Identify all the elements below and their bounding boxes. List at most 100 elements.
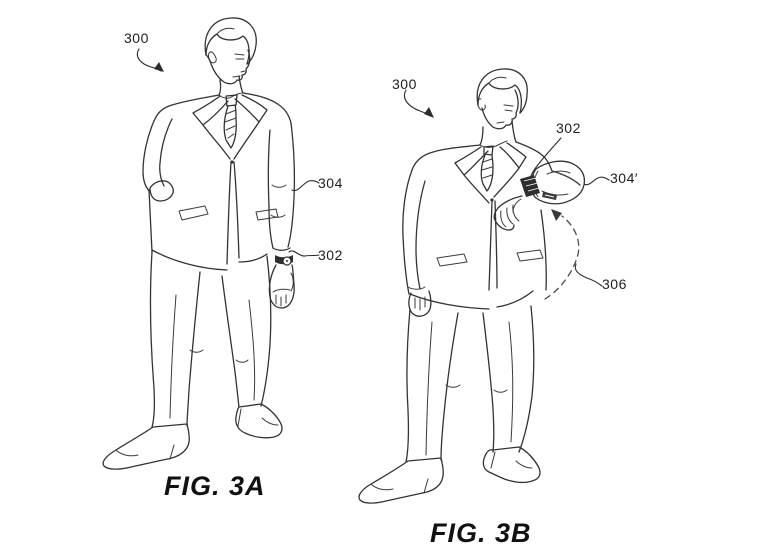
fig3b-lapel-right — [499, 142, 527, 169]
fig3b-arm-left-inner — [415, 180, 426, 290]
fig3b-watch — [520, 175, 540, 197]
fig3b-cuff-patch-hatch — [544, 194, 555, 198]
fig3b-leg-right-outer — [518, 305, 535, 453]
fig3b-lapel-left — [454, 146, 489, 176]
fig3a-shoe-left — [102, 423, 190, 470]
fig3b-leader-306 — [574, 263, 603, 287]
fig3b-pocket-flap-left — [436, 253, 468, 267]
fig3a-shoe-right-detail — [237, 408, 279, 427]
fig3a-hair-fringe — [205, 33, 250, 65]
fig3a-leg-left-inner — [186, 271, 201, 427]
fig3b-leg-left-crease — [425, 321, 433, 456]
fig3a-arrowhead-300 — [154, 62, 164, 72]
ref-label-306-fig3b: 306 — [602, 276, 627, 292]
fig3b-arrowhead-300 — [424, 107, 434, 118]
fig3b-raised-sleeve — [530, 160, 586, 205]
ref-label-300-fig3b: 300 — [392, 76, 417, 92]
fig3b-thumb — [512, 198, 522, 213]
ref-label-302-fig3a: 302 — [318, 247, 343, 263]
fig3b-neck — [479, 120, 517, 146]
fig3b-sleeve-folds — [541, 170, 571, 196]
fig3b-jacket-front-split — [488, 200, 498, 291]
fig3b-mouth — [496, 121, 505, 124]
fig3a-tie-knot — [225, 94, 238, 107]
fig3b-leader-304p — [583, 176, 610, 186]
fig3b-tie-stripes — [481, 158, 493, 179]
fig3a-hand-left — [149, 180, 174, 202]
fig3b-leader-302 — [530, 137, 562, 177]
fig3b-trousers — [405, 305, 535, 463]
fig3b-motion-path-306 — [544, 215, 580, 300]
fig3b-face — [481, 89, 519, 130]
fig3b-eye — [504, 109, 513, 112]
fig3a-leg-left-crease — [169, 294, 177, 419]
fig3a-brow — [234, 53, 245, 56]
fig3b-jacket-hem — [409, 290, 534, 310]
fig3a-arm-right-outer — [287, 122, 296, 248]
fig3b-button — [490, 198, 494, 202]
fig3b-shoe-left — [358, 457, 444, 504]
fig3b-hair — [476, 68, 528, 114]
ref-label-304p-fig3b: 304′ — [610, 170, 638, 186]
fig3a-pocket-flap-right — [255, 208, 279, 221]
fig3b-motion-arrowhead — [551, 209, 562, 221]
fig3a-arm-left-inner — [159, 118, 173, 187]
fig3b-shoe-left-detail — [370, 478, 429, 494]
fig3a-arm-right-inner — [267, 129, 274, 249]
fig3a-jacket-hem — [151, 249, 268, 271]
fig3a-hair-detail — [216, 27, 235, 35]
fig3a-tie-body — [223, 104, 237, 149]
fig3b-tie-body — [480, 154, 494, 192]
fig3a-sleeve-folds — [270, 184, 287, 218]
fig3b-hair-fringe — [477, 82, 522, 114]
fig-3b-caption: FIG. 3B — [430, 518, 532, 548]
fig3a-leg-right-outer — [260, 255, 272, 407]
fig3b-fabric-folds — [445, 384, 508, 393]
fig3b-shoes — [358, 446, 541, 504]
fig3a-fingers — [275, 294, 287, 307]
fig3a-man — [102, 17, 296, 470]
fig3a-nose — [240, 70, 246, 73]
fig3a-side-seam — [148, 189, 153, 253]
fig3b-annotations — [403, 89, 610, 300]
fig3b-shoulder-right — [515, 141, 553, 172]
fig3a-arms — [142, 118, 296, 251]
fig3b-leg-right-crease — [508, 321, 514, 443]
fig3b-man — [358, 68, 586, 504]
fig3b-leg-left-inner — [440, 312, 459, 461]
fig3a-lapel-right — [234, 94, 268, 123]
fig3b-shoe-right — [482, 446, 541, 484]
ref-label-300-fig3a: 300 — [124, 30, 149, 46]
fig3a-hair — [204, 17, 257, 65]
fig3b-watch-band — [520, 175, 540, 197]
fig3b-upper-arm-right — [551, 170, 581, 186]
fig3b-fingers — [500, 204, 520, 228]
fig3a-leg-left-outer — [149, 251, 156, 428]
fig3a-thumb — [290, 272, 294, 292]
fig3a-lapel-left — [192, 95, 229, 126]
fig3a-leg-right-inner — [221, 275, 240, 408]
fig3a-shoe-left-detail — [115, 444, 175, 460]
fig3a-pocket-flap-left — [178, 205, 209, 221]
fig3a-jacket — [148, 92, 292, 271]
fig3a-watch-dial — [286, 260, 288, 262]
fig3b-hand-outline — [493, 195, 523, 231]
fig3b-tie — [480, 145, 494, 192]
fig3b-hair-detail — [488, 76, 507, 84]
fig3b-cuff-left — [407, 286, 426, 290]
fig3a-arm-left-outer — [142, 120, 155, 192]
fig3a-leader-302 — [288, 250, 320, 257]
fig3a-shoulder-left — [153, 94, 220, 122]
fig3b-ear-icon — [477, 98, 486, 111]
fig3a-cuff — [272, 247, 291, 251]
fig3a-watch — [275, 255, 293, 266]
fig3a-head — [204, 17, 257, 99]
ref-label-302-fig3b: 302 — [556, 120, 581, 136]
fig3b-pocket-flap-right — [516, 249, 544, 262]
fig3a-neck — [218, 75, 244, 96]
fig3b-arm-left-outer — [402, 169, 413, 295]
fig3b-lapel-left-roll — [463, 174, 490, 204]
fig3a-shoes — [102, 403, 283, 470]
fig3a-leg-right-crease — [248, 299, 256, 401]
